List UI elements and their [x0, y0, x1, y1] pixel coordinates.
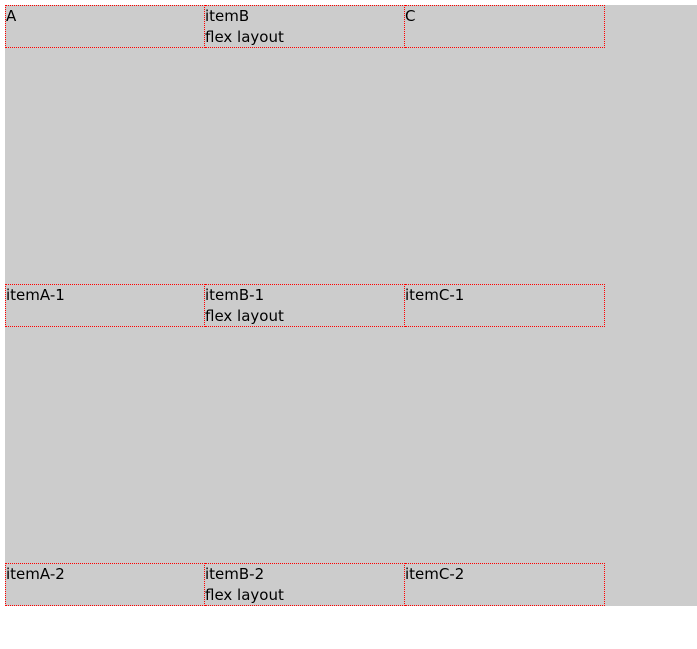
item-label: itemA-1: [6, 286, 65, 304]
item-a: A: [5, 5, 205, 48]
flex-container: A itemB flex layout C itemA-1 itemB-1 flex…: [5, 5, 697, 606]
item-label: itemB: [205, 7, 250, 25]
item-label: itemB-2: [205, 565, 265, 583]
item-label: itemC-2: [405, 565, 465, 583]
item-sublabel: flex layout: [205, 307, 284, 325]
item-label: itemC-1: [405, 286, 465, 304]
item-label: C: [405, 7, 416, 25]
item-label: itemA-2: [6, 565, 65, 583]
item-b: itemB-2 flex layout: [205, 563, 405, 606]
item-c: itemC-2: [405, 563, 605, 606]
item-label: A: [6, 7, 17, 25]
item-sublabel: flex layout: [205, 28, 284, 46]
flex-row: itemA-1 itemB-1 flex layout itemC-1: [5, 284, 605, 327]
item-b: itemB flex layout: [205, 5, 405, 48]
item-label: itemB-1: [205, 286, 265, 304]
item-a: itemA-2: [5, 563, 205, 606]
item-c: itemC-1: [405, 284, 605, 327]
item-b: itemB-1 flex layout: [205, 284, 405, 327]
item-sublabel: flex layout: [205, 586, 284, 604]
item-c: C: [405, 5, 605, 48]
flex-row: itemA-2 itemB-2 flex layout itemC-2: [5, 563, 605, 606]
item-a: itemA-1: [5, 284, 205, 327]
flex-row: A itemB flex layout C: [5, 5, 605, 48]
